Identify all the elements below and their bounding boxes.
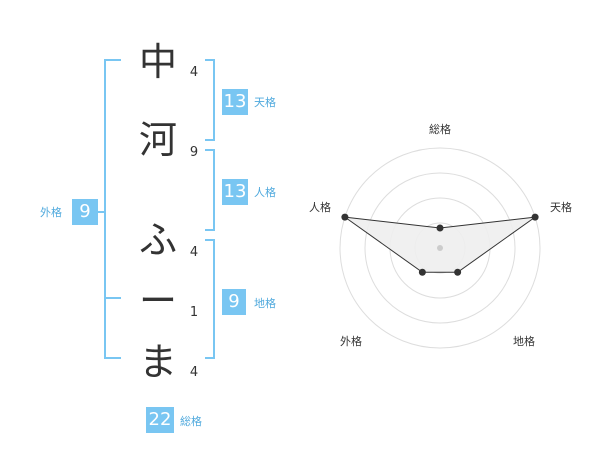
radar-label-soukaku: 総格: [429, 123, 451, 136]
radar-ring: [364, 172, 516, 324]
radar-point-gaikaku: [418, 268, 426, 276]
chikaku-label: 地格: [254, 297, 276, 310]
gaikaku-label: 外格: [40, 206, 62, 219]
tenkaku-bracket: [205, 59, 215, 141]
stroke-count-4: 1: [189, 305, 199, 320]
name-char-3: ふ: [138, 218, 177, 262]
radar-center-dot: [437, 245, 443, 251]
stroke-count-3: 4: [189, 245, 199, 260]
stroke-count-5: 4: [189, 365, 199, 380]
soukaku-value-badge: 22: [146, 407, 174, 433]
name-char-1: 中: [138, 40, 177, 84]
tenkaku-value-badge: 13: [222, 89, 248, 115]
radar-point-jinkaku: [341, 213, 349, 221]
chikaku-bracket: [205, 239, 215, 359]
radar-point-tenkaku: [531, 213, 539, 221]
radar-label-jinkaku: 人格: [309, 201, 331, 214]
gaikaku-value-badge: 9: [72, 199, 98, 225]
radar-polygon: [344, 216, 536, 273]
radar-ring: [339, 147, 541, 349]
tenkaku-label: 天格: [254, 96, 276, 109]
jinkaku-value-badge: 13: [222, 179, 248, 205]
name-char-5: ま: [138, 340, 177, 384]
gaikaku-bracket: [104, 59, 121, 359]
jinkaku-label: 人格: [254, 186, 276, 199]
soukaku-label: 総格: [180, 415, 202, 428]
radar-point-soukaku: [436, 224, 444, 232]
stroke-count-1: 4: [189, 65, 199, 80]
radar-label-tenkaku: 天格: [550, 201, 572, 214]
name-char-4: ー: [138, 279, 177, 323]
chikaku-value-badge: 9: [222, 289, 246, 315]
radar-label-gaikaku: 外格: [340, 335, 362, 348]
radar-label-chikaku: 地格: [513, 335, 535, 348]
jinkaku-bracket: [205, 149, 215, 231]
stroke-count-2: 9: [189, 145, 199, 160]
name-char-2: 河: [138, 118, 177, 162]
radar-point-chikaku: [454, 268, 462, 276]
